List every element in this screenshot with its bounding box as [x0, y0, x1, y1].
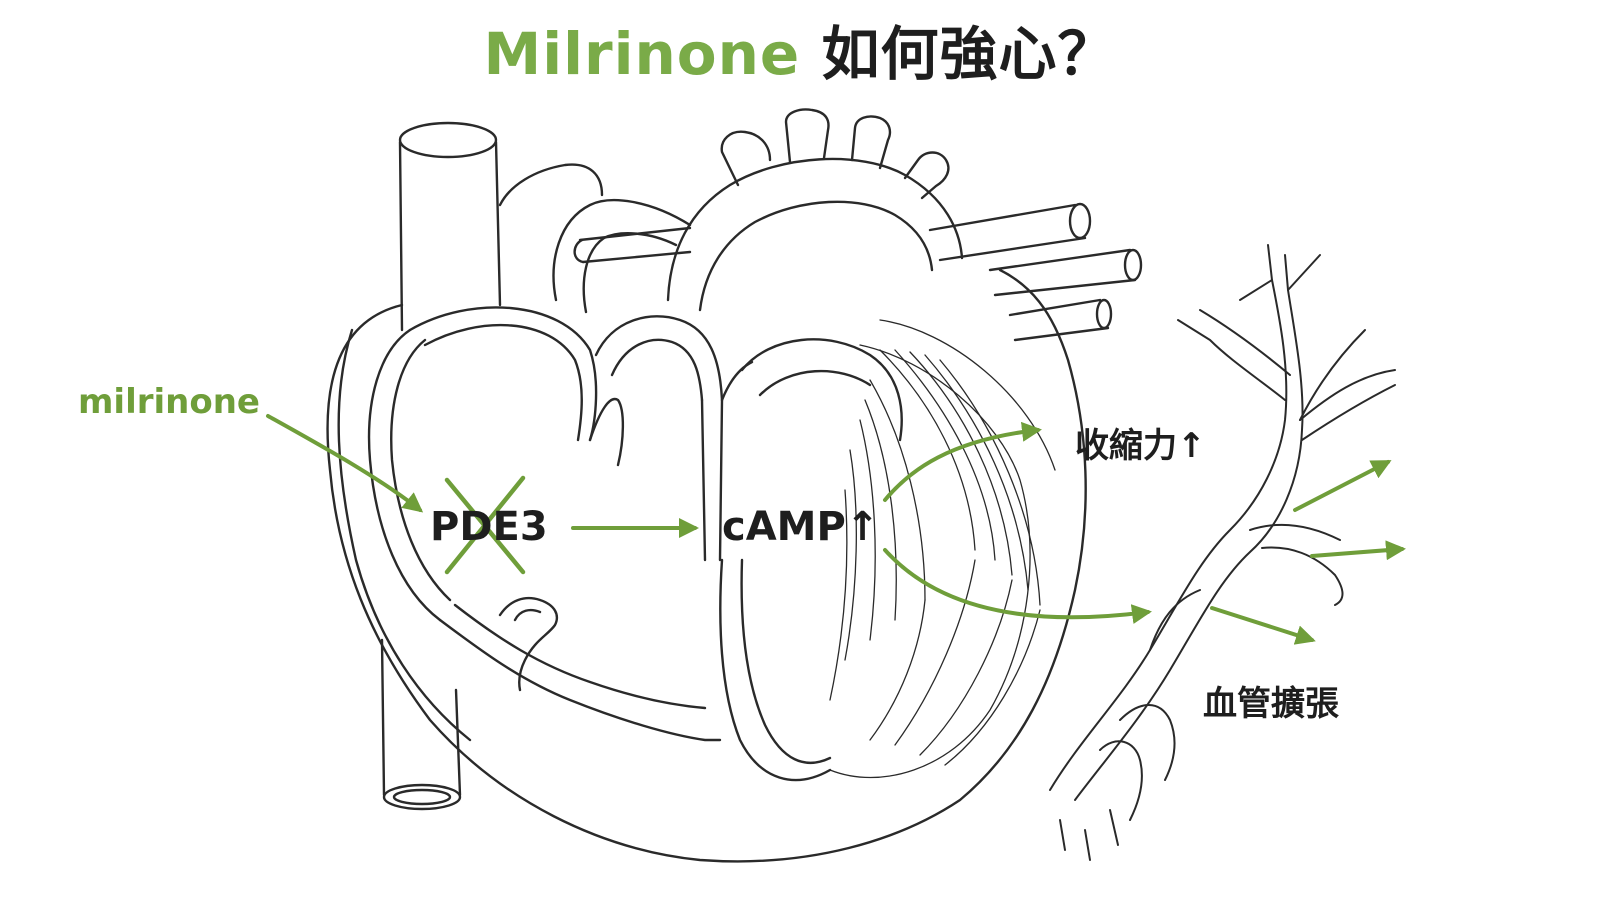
label-contractility: 收縮力↑: [1075, 426, 1206, 466]
pathway-arrows: [266, 414, 1406, 645]
label-milrinone: milrinone: [78, 382, 260, 422]
page-title: Milrinone 如何強心？: [0, 14, 1600, 94]
heart-illustration: [326, 108, 1396, 863]
title-question: 如何強心？: [821, 20, 1117, 88]
arrow-vessel-out-1: [1293, 460, 1392, 512]
arrow-vessel-out-3: [1210, 606, 1316, 645]
heart-outline: [326, 268, 1087, 863]
label-vasodilation: 血管擴張: [1203, 684, 1339, 724]
inferior-vena-cava: [380, 638, 462, 811]
arrow-camp-to-vasodilation: [883, 548, 1152, 624]
pulmonary-artery-left: [498, 163, 692, 314]
pde3-inhibition-cross: [444, 475, 526, 575]
pulmonary-veins-right: [928, 202, 1143, 342]
superior-vena-cava: [398, 121, 502, 332]
arrow-vessel-out-2: [1310, 540, 1406, 561]
heart-chambers: [367, 306, 903, 782]
label-pde3: PDE3: [430, 504, 548, 550]
label-camp: cAMP↑: [722, 504, 880, 550]
arrow-milrinone-to-pde3: [266, 414, 424, 513]
ventricle-muscle: [829, 319, 1056, 779]
blood-vessel-branches: [1049, 244, 1396, 861]
arrow-camp-to-contractility: [883, 421, 1042, 502]
aortic-arch: [666, 108, 964, 312]
title-drug-name: Milrinone: [483, 20, 801, 88]
